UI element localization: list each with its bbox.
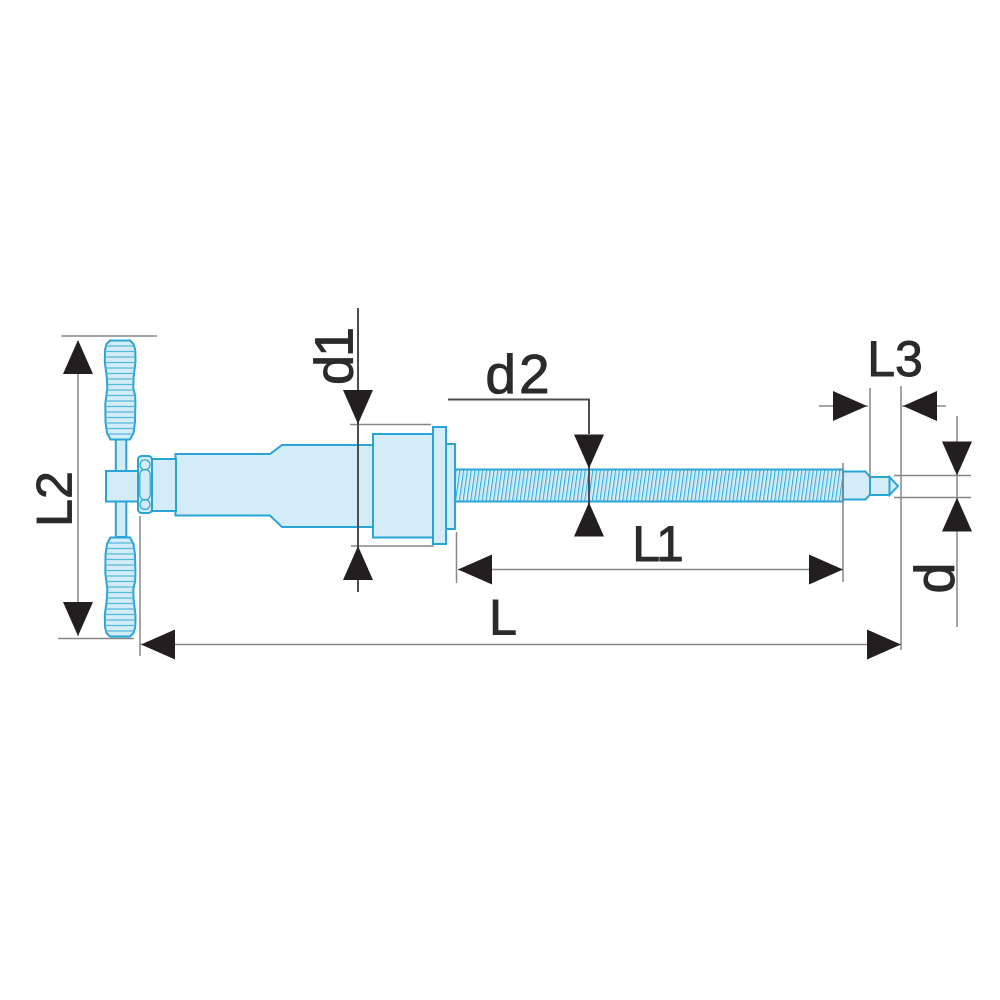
svg-text:L2: L2 [27,471,83,527]
svg-text:d2: d2 [485,343,552,405]
svg-text:L1: L1 [632,516,682,572]
svg-text:d: d [903,562,966,593]
svg-text:d1: d1 [305,329,365,385]
svg-text:L3: L3 [867,331,923,387]
svg-text:L: L [489,590,517,646]
